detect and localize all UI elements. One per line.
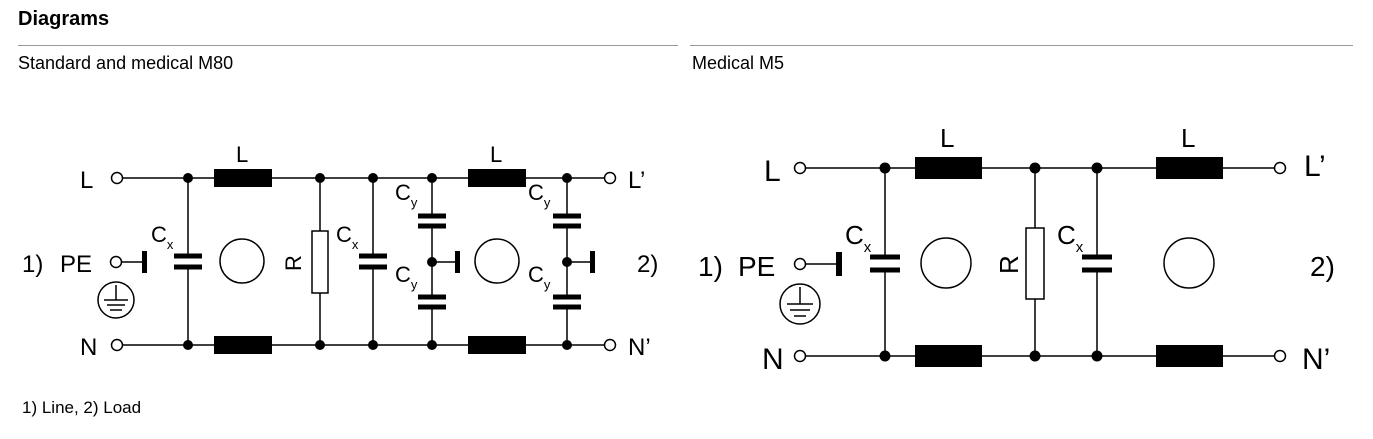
capacitor-cx-2 <box>359 178 387 345</box>
circuit-diagram-m80: L N L’ N’ 1) PE 2) L L R Cx Cx Cy Cy Cy … <box>22 142 658 361</box>
label-cx-2: Cx <box>336 222 359 252</box>
label-n: N <box>80 334 97 361</box>
label-inductor-1: L <box>940 123 954 153</box>
label-cx-1: Cx <box>845 220 872 256</box>
subtitle-m80: Standard and medical M80 <box>18 53 234 73</box>
capacitor-cy-pair-1 <box>418 178 460 345</box>
terminal-pe <box>109 255 123 269</box>
choke-core-2 <box>474 238 520 284</box>
label-n: N <box>762 343 784 376</box>
label-mark-2: 2) <box>1310 251 1335 282</box>
terminal-l-out <box>603 171 617 185</box>
choke-core-2 <box>1163 237 1215 289</box>
page-title: Diagrams <box>18 8 110 30</box>
divider-left <box>18 45 678 46</box>
footnote: 1) Line, 2) Load <box>22 398 142 417</box>
capacitor-cx-2 <box>1082 168 1112 356</box>
inductor-line-2 <box>468 169 526 187</box>
label-resistor: R <box>994 255 1024 274</box>
resistor-r <box>311 178 329 345</box>
junction-dots <box>183 173 572 350</box>
label-l: L <box>80 167 93 194</box>
label-inductor-2: L <box>1181 123 1195 153</box>
label-l-out: L’ <box>628 167 645 194</box>
inductor-line-1 <box>915 157 982 179</box>
label-cy-4: Cy <box>528 262 551 292</box>
inductor-neutral-1 <box>915 345 982 367</box>
capacitor-cy-pair-2 <box>553 178 595 345</box>
capacitor-cx-1 <box>870 168 900 356</box>
terminal-pe <box>793 257 807 271</box>
terminal-n <box>793 349 807 363</box>
label-cy-2: Cy <box>395 262 418 292</box>
label-cy-1: Cy <box>395 180 418 210</box>
choke-core-1 <box>219 238 265 284</box>
label-n-out: N’ <box>1302 343 1330 376</box>
inductor-neutral-2 <box>1156 345 1223 367</box>
capacitor-cx-1 <box>174 178 202 345</box>
inductor-line-1 <box>214 169 272 187</box>
terminal-n-out <box>1273 349 1287 363</box>
terminal-l <box>110 171 124 185</box>
choke-core-1 <box>920 237 972 289</box>
pe-ground-bar <box>142 251 147 273</box>
divider-right <box>690 45 1353 46</box>
label-pe: PE <box>60 251 92 278</box>
label-mark-2: 2) <box>637 251 658 278</box>
label-resistor: R <box>281 255 306 271</box>
label-l: L <box>764 155 781 188</box>
terminal-n <box>110 338 124 352</box>
terminal-n-out <box>603 338 617 352</box>
label-pe: PE <box>738 251 775 282</box>
label-cy-3: Cy <box>528 180 551 210</box>
label-l-out: L’ <box>1304 150 1326 183</box>
resistor-r <box>1025 168 1045 356</box>
terminal-l-out <box>1273 161 1287 175</box>
junction-dots <box>879 162 1103 362</box>
label-inductor-2: L <box>490 142 502 167</box>
pe-ground-bar <box>836 252 842 276</box>
label-mark-1: 1) <box>698 251 723 282</box>
inductor-line-2 <box>1156 157 1223 179</box>
inductor-neutral-2 <box>468 336 526 354</box>
label-cx-1: Cx <box>151 222 174 252</box>
label-cx-2: Cx <box>1057 220 1084 256</box>
terminal-l <box>793 161 807 175</box>
label-inductor-1: L <box>236 142 248 167</box>
label-n-out: N’ <box>628 334 651 361</box>
earth-ground-icon <box>97 281 135 319</box>
subtitle-m5: Medical M5 <box>692 53 785 73</box>
circuit-diagram-m5: L N L’ N’ 1) PE 2) L L R Cx Cx <box>698 123 1335 376</box>
inductor-neutral-1 <box>214 336 272 354</box>
earth-ground-icon <box>779 283 821 325</box>
label-mark-1: 1) <box>22 251 43 278</box>
